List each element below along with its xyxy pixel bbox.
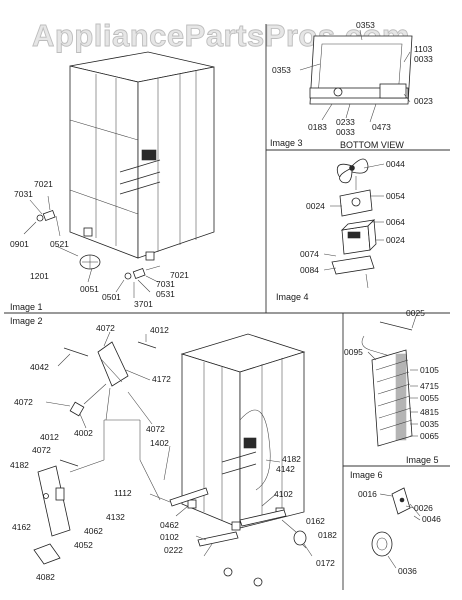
caption-image4: Image 4 <box>276 292 309 302</box>
image1-cabinet <box>23 51 215 298</box>
label-4072-mid: 4072 <box>146 424 165 434</box>
label-4132: 4132 <box>106 512 125 522</box>
caption-image1: Image 1 <box>10 302 43 312</box>
label-4182-right: 4182 <box>282 454 301 464</box>
label-4002: 4002 <box>74 428 93 438</box>
label-7031: 7031 <box>14 189 33 199</box>
label-0353-left: 0353 <box>272 65 291 75</box>
caption-bottom-view: BOTTOM VIEW <box>340 140 404 150</box>
label-0026: 0026 <box>414 503 433 513</box>
label-0033-bottom: 0033 <box>336 127 355 137</box>
caption-image2: Image 2 <box>10 316 43 326</box>
label-0016: 0016 <box>358 489 377 499</box>
label-0023: 0023 <box>414 96 433 106</box>
caption-image5: Image 5 <box>406 455 439 465</box>
label-0036: 0036 <box>398 566 417 576</box>
label-0531: 0531 <box>156 289 175 299</box>
label-0024-right: 0024 <box>386 235 405 245</box>
label-0024-left: 0024 <box>306 201 325 211</box>
label-0095: 0095 <box>344 347 363 357</box>
image2-cabinet <box>33 331 313 587</box>
label-4072-left: 4072 <box>14 397 33 407</box>
label-0901: 0901 <box>10 239 29 249</box>
label-0035: 0035 <box>420 419 439 429</box>
label-0046: 0046 <box>422 514 441 524</box>
label-4052: 4052 <box>74 540 93 550</box>
label-4082: 4082 <box>36 572 55 582</box>
image2-labels: Image 2 4072 4012 4042 4172 4072 4002 40… <box>10 316 337 582</box>
caption-image3: Image 3 <box>270 138 303 148</box>
label-0462: 0462 <box>160 520 179 530</box>
label-1201: 1201 <box>30 271 49 281</box>
label-0054: 0054 <box>386 191 405 201</box>
label-0102: 0102 <box>160 532 179 542</box>
label-0051: 0051 <box>80 284 99 294</box>
label-4012-lower: 4012 <box>40 432 59 442</box>
label-4102: 4102 <box>274 489 293 499</box>
label-7021: 7021 <box>34 179 53 189</box>
label-4182-left: 4182 <box>10 460 29 470</box>
label-0172: 0172 <box>316 558 335 568</box>
label-0501: 0501 <box>102 292 121 302</box>
label-0065: 0065 <box>420 431 439 441</box>
label-0182: 0182 <box>318 530 337 540</box>
label-4162: 4162 <box>12 522 31 532</box>
label-0521: 0521 <box>50 239 69 249</box>
label-0105: 0105 <box>420 365 439 375</box>
image6-damper: Image 6 0016 0026 0046 0036 <box>350 470 441 576</box>
label-1402: 1402 <box>150 438 169 448</box>
label-0183: 0183 <box>308 122 327 132</box>
label-0473: 0473 <box>372 122 391 132</box>
label-0074: 0074 <box>300 249 319 259</box>
label-7021-right: 7021 <box>170 270 189 280</box>
label-1112: 1112 <box>114 488 132 498</box>
label-0233: 0233 <box>336 117 355 127</box>
label-4172: 4172 <box>152 374 171 384</box>
watermark-text: AppliancePartsPros.com <box>32 18 410 53</box>
label-4012-top: 4012 <box>150 325 169 335</box>
label-4142: 4142 <box>276 464 295 474</box>
label-4815: 4815 <box>420 407 439 417</box>
label-0222: 0222 <box>164 545 183 555</box>
label-3701: 3701 <box>134 299 153 309</box>
label-0044: 0044 <box>386 159 405 169</box>
label-1103: 1103 <box>414 44 433 54</box>
label-4072-top: 4072 <box>96 323 115 333</box>
label-4072-lower: 4072 <box>32 445 51 455</box>
label-0064: 0064 <box>386 217 405 227</box>
image5-evaporator: 0025 0095 0105 4715 0055 4815 0035 0065 … <box>344 308 439 465</box>
label-0025: 0025 <box>406 308 425 318</box>
panel-dividers <box>4 24 450 590</box>
label-0033: 0033 <box>414 54 433 64</box>
label-0055: 0055 <box>420 393 439 403</box>
caption-image6: Image 6 <box>350 470 383 480</box>
label-4715: 4715 <box>420 381 439 391</box>
image4-fan-motor: 0044 0054 0024 0064 0024 0074 0084 Image… <box>276 158 405 302</box>
label-0162: 0162 <box>306 516 325 526</box>
label-0353-top: 0353 <box>356 20 375 30</box>
image1-labels: 7021 7031 0901 0521 1201 0051 0501 3701 … <box>10 179 189 312</box>
label-7031-right: 7031 <box>156 279 175 289</box>
label-0084: 0084 <box>300 265 319 275</box>
label-4062: 4062 <box>84 526 103 536</box>
label-4042: 4042 <box>30 362 49 372</box>
image3-drain-pan: 0353 0353 1103 0033 0023 0183 0233 0033 … <box>270 20 433 150</box>
